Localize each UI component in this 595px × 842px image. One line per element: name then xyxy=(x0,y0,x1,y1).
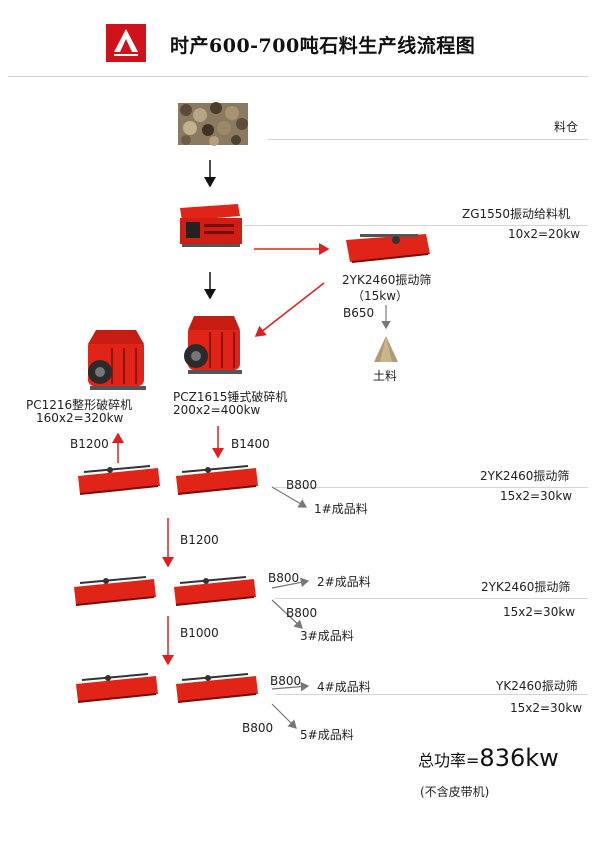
row3-model: YK2460振动筛 xyxy=(496,679,578,693)
screen-row1-image xyxy=(78,465,258,495)
screen-top-image xyxy=(346,234,430,263)
stone-pile-image xyxy=(178,102,248,146)
soil-label: 土料 xyxy=(373,369,398,383)
row3-out-belt-b: B800 xyxy=(242,721,274,735)
link-2-3-belt: B1000 xyxy=(180,626,219,640)
hammer-crusher-image xyxy=(184,316,242,374)
total-power: 总功率=836kw xyxy=(418,744,559,772)
rule-feeder xyxy=(244,225,588,226)
shaping-crusher-power: 160x2=320kw xyxy=(36,411,124,425)
shaping-crusher-model: PC1216整形破碎机 xyxy=(26,398,133,412)
row2-out-belt-b: B800 xyxy=(286,606,318,620)
arrow-row2-out-a xyxy=(271,577,310,589)
row3-out-belt-a: B800 xyxy=(270,674,302,688)
row2-out-label-a: 2#成品料 xyxy=(317,575,371,589)
silo-label: 料仓 xyxy=(554,120,579,134)
total-power-note: (不含皮带机) xyxy=(420,785,490,799)
hammer-crusher-model: PCZ1615锤式破碎机 xyxy=(173,390,288,404)
row1-out-belt: B800 xyxy=(286,478,318,492)
page-title: 时产600-700吨石料生产线流程图 xyxy=(170,35,476,57)
row2-out-label-b: 3#成品料 xyxy=(300,629,354,643)
arrow-row2-out-b xyxy=(271,599,303,629)
screen-row2-image xyxy=(74,576,256,606)
row2-model: 2YK2460振动筛 xyxy=(481,580,571,594)
soil-pile-image xyxy=(374,336,398,362)
arrow-screen-to-crusher xyxy=(254,282,325,337)
row1-belt-right: B1400 xyxy=(231,437,270,451)
row3-out-label-b: 5#成品料 xyxy=(300,728,354,742)
shaping-crusher-image xyxy=(88,330,146,390)
header-divider xyxy=(8,76,588,77)
arrow-row3-out-a xyxy=(271,681,310,692)
arrow-row1-out xyxy=(271,486,308,508)
feeder-image xyxy=(180,204,242,247)
link-1-2-belt: B1200 xyxy=(180,533,219,547)
row3-out-label-a: 4#成品料 xyxy=(317,680,371,694)
hammer-crusher-power: 200x2=400kw xyxy=(173,403,261,417)
rule-row1 xyxy=(275,487,588,488)
row3-power: 15x2=30kw xyxy=(510,701,583,715)
screen-row3-image xyxy=(76,673,258,703)
row1-power: 15x2=30kw xyxy=(500,489,573,503)
screen-top-model: 2YK2460振动筛 xyxy=(342,273,432,287)
feeder-power: 10x2=20kw xyxy=(508,227,581,241)
row1-out-label: 1#成品料 xyxy=(314,502,368,516)
soil-belt: B650 xyxy=(343,306,375,320)
rule-row2 xyxy=(275,598,588,599)
total-power-value: 836kw xyxy=(479,744,559,772)
row2-power: 15x2=30kw xyxy=(503,605,576,619)
row2-out-belt-a: B800 xyxy=(268,571,300,585)
row1-model: 2YK2460振动筛 xyxy=(480,469,570,483)
arrow-row3-out-b xyxy=(271,703,297,729)
feeder-model: ZG1550振动给料机 xyxy=(462,207,571,221)
logo-mark-icon xyxy=(114,29,138,56)
screen-top-power: （15kw） xyxy=(352,289,409,303)
rule-row3 xyxy=(275,694,588,695)
row1-belt-left: B1200 xyxy=(70,437,109,451)
rule-silo xyxy=(268,139,588,140)
total-power-label: 总功率= xyxy=(418,751,480,770)
company-logo xyxy=(106,24,146,62)
